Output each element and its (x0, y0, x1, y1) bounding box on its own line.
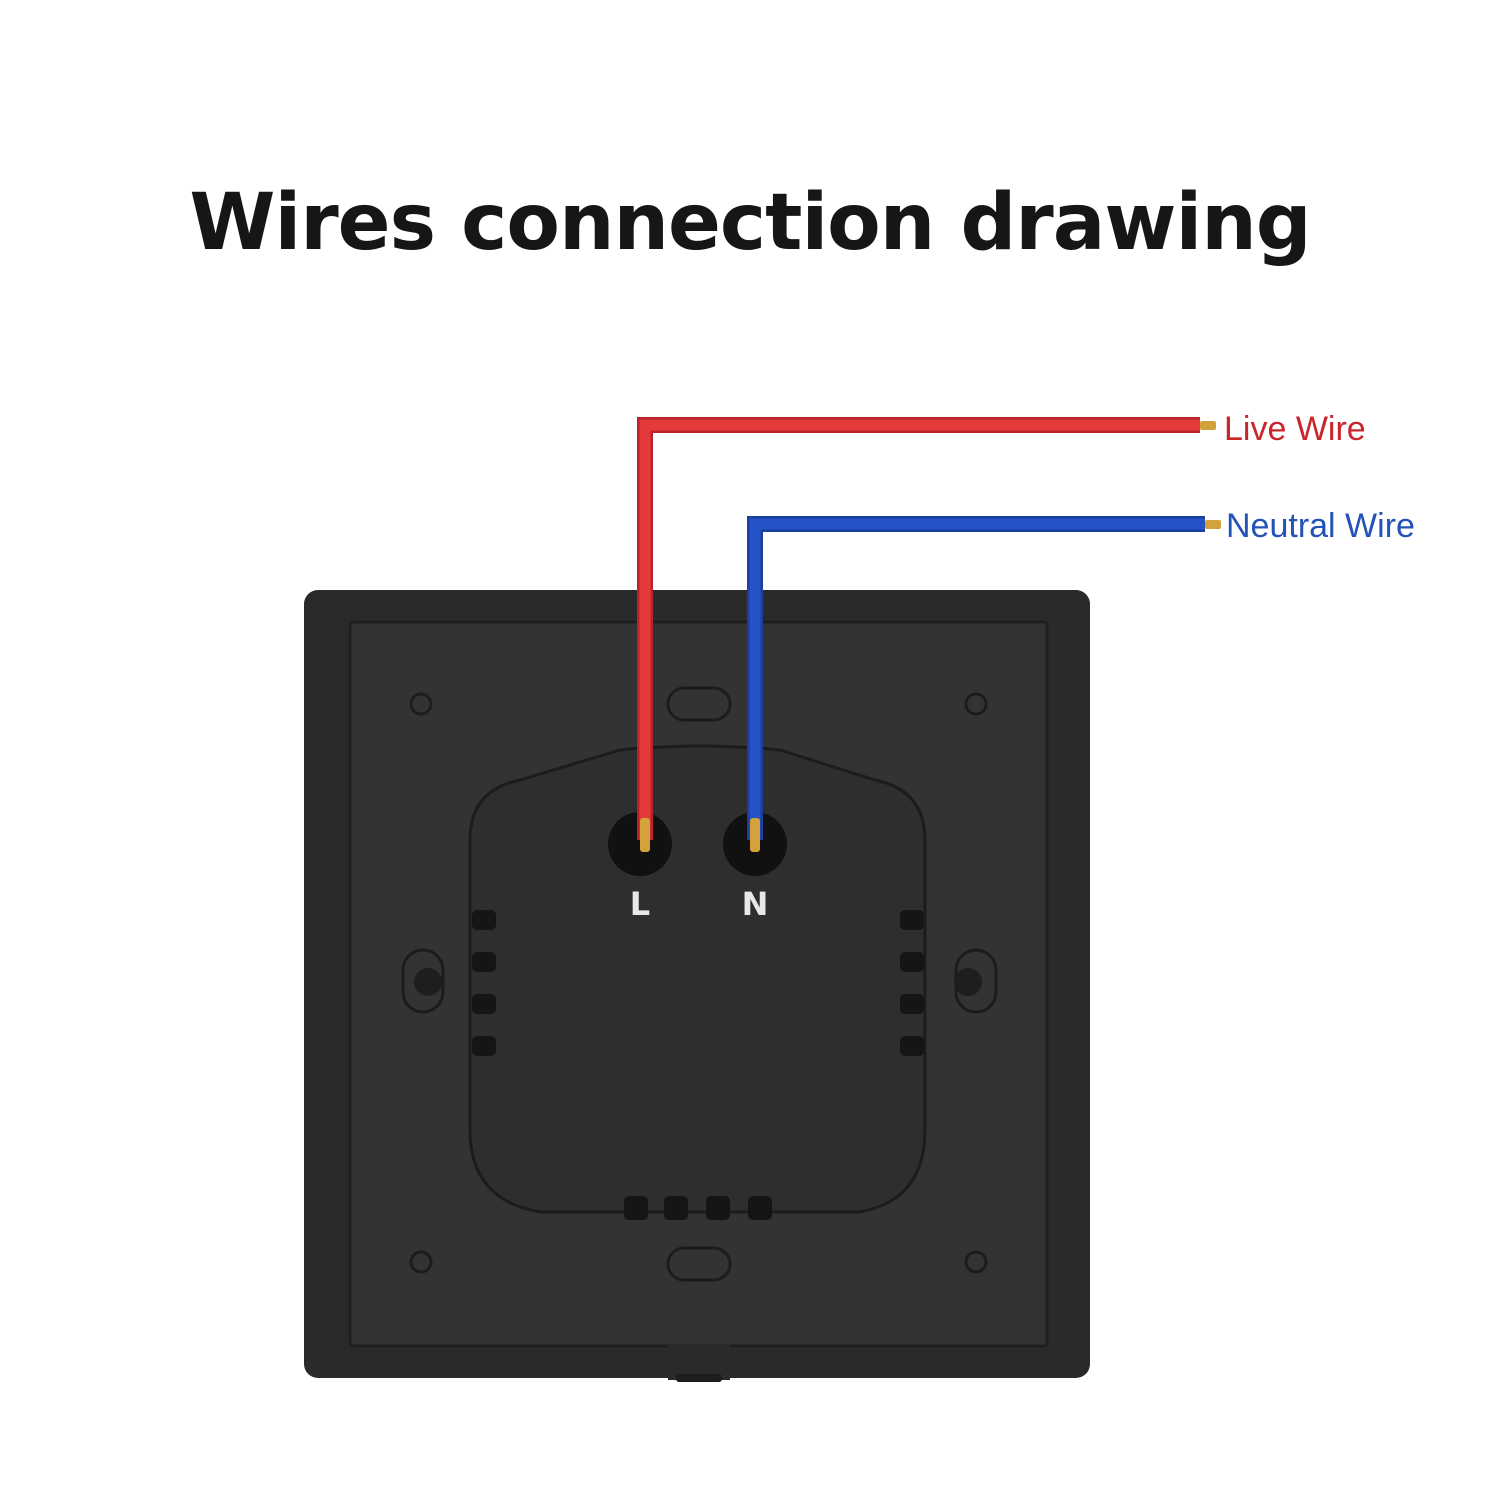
top-slot (666, 686, 732, 722)
screw-hole-bottom-right (964, 1250, 988, 1274)
vent (900, 1036, 924, 1056)
vent (472, 1036, 496, 1056)
screw-hole-top-right (964, 692, 988, 716)
live-wire-body (639, 419, 1200, 840)
neutral-wire: Neutral Wire (747, 507, 1415, 852)
vent (900, 910, 924, 930)
bottom-slot (666, 1246, 732, 1282)
neutral-wire-terminal-tip (750, 818, 760, 852)
live-wire-label: Live Wire (1224, 410, 1366, 448)
vent (472, 910, 496, 930)
live-wire-tip (1200, 421, 1216, 430)
vent (472, 994, 496, 1014)
vent (624, 1196, 648, 1220)
live-wire-terminal-tip (640, 818, 650, 852)
screw-hole-bottom-left (409, 1250, 433, 1274)
screw-hole-top-left (409, 692, 433, 716)
right-vents (900, 910, 924, 1056)
vent (664, 1196, 688, 1220)
left-vents (472, 910, 496, 1056)
panel-bottom-clip (676, 1374, 722, 1382)
mount-screw-left (414, 968, 442, 996)
diagram-title: Wires connection drawing (189, 178, 1311, 268)
switch-back-panel: L N (304, 590, 1090, 1382)
vent (706, 1196, 730, 1220)
vent (900, 952, 924, 972)
vent (472, 952, 496, 972)
mount-hole-left (401, 948, 445, 1014)
terminal-module (468, 744, 927, 1214)
neutral-wire-tip (1205, 520, 1221, 529)
terminal-label-neutral: N (742, 885, 769, 923)
vent (900, 994, 924, 1014)
terminal-label-live: L (630, 885, 650, 923)
neutral-wire-label: Neutral Wire (1226, 507, 1415, 545)
vent (748, 1196, 772, 1220)
neutral-wire-body (749, 518, 1205, 840)
bottom-vents (624, 1196, 772, 1220)
mount-screw-right (954, 968, 982, 996)
live-wire: Live Wire (637, 410, 1366, 852)
